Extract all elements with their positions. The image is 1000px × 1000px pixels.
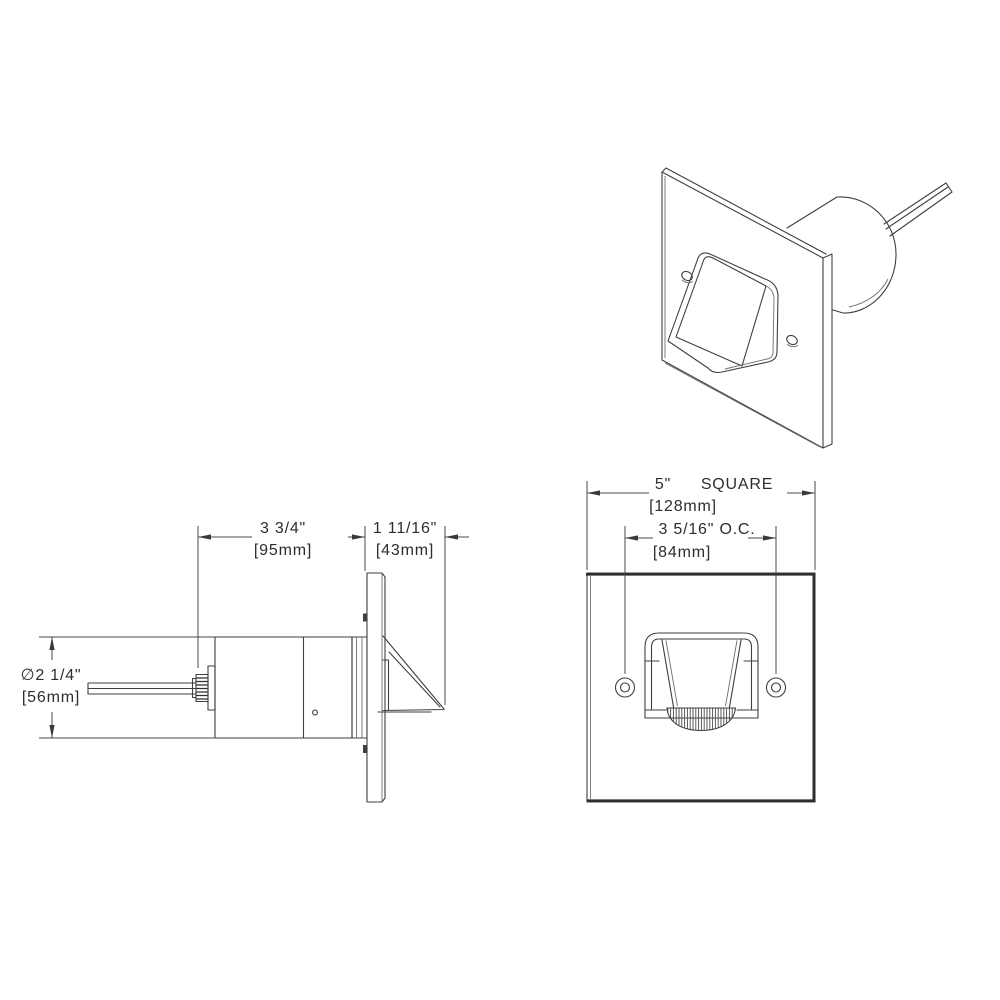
- iso-screw-hole-right-opening: [786, 334, 798, 346]
- front-size-arrow-right: [802, 490, 815, 496]
- side-housing-collar: [351, 636, 368, 739]
- side-diameter-extension-lines: [39, 636, 215, 739]
- iso-housing-top-silhouette: [786, 196, 838, 229]
- side-diameter-label-inches: ∅2 1/4": [21, 667, 82, 684]
- front-hood-inner-outline: [650, 638, 753, 711]
- side-width-arrow-right: [352, 534, 365, 540]
- front-oc-arrow-left: [625, 535, 638, 541]
- side-housing-body: [214, 636, 368, 739]
- side-collar-rings: [356, 637, 363, 738]
- iso-hood-sloped-face: [675, 256, 767, 367]
- side-fitting-threads: [196, 677, 208, 700]
- iso-faceplate-bevel-lines: [664, 176, 821, 448]
- front-oc-extension-lines: [624, 526, 777, 674]
- side-diameter-arrow-down: [49, 725, 55, 738]
- iso-screw-hole-right-depth: [786, 343, 799, 348]
- side-depth-arrow: [445, 534, 458, 540]
- isometric-view: [661, 167, 953, 449]
- front-oc-arrow-right: [763, 535, 776, 541]
- side-width-label-inches: 3 3/4": [260, 520, 306, 537]
- side-set-screw: [312, 709, 318, 716]
- front-screw-hole-left-countersink: [614, 677, 636, 698]
- front-faceplate: [586, 572, 816, 803]
- side-faceplate: [363, 572, 386, 803]
- side-threaded-fitting: [191, 665, 216, 711]
- side-depth-label-mm: [43mm]: [376, 542, 434, 559]
- front-screw-hole-right-bore: [770, 682, 782, 693]
- front-size-arrow-left: [587, 490, 600, 496]
- iso-faceplate-edge-thickness: [661, 167, 833, 449]
- side-hood-outline: [377, 635, 445, 713]
- front-visor-outer-edges: [661, 639, 742, 708]
- iso-screw-hole-left-opening: [681, 270, 693, 282]
- side-hood-inner-lines: [382, 651, 441, 711]
- front-size-label-mm: [128mm]: [649, 498, 717, 515]
- side-diameter-label-mm: [56mm]: [22, 689, 80, 706]
- iso-housing-surface-line: [848, 278, 889, 308]
- front-screw-hole-right-countersink: [765, 677, 787, 698]
- side-fitting-flange: [207, 665, 216, 711]
- iso-housing-bottom-silhouette: [832, 309, 844, 314]
- side-diameter-arrow-up: [49, 637, 55, 650]
- front-screw-hole-right: [765, 677, 787, 698]
- side-view: [87, 572, 445, 803]
- iso-screw-hole-left: [681, 270, 694, 284]
- front-size-label-inches: 5": [655, 476, 671, 493]
- front-screw-hole-left-bore: [619, 682, 631, 693]
- front-view-dimensions: 5" SQUARE [128mm] 3 5/16" O.C. [84mm]: [586, 476, 816, 674]
- iso-housing-body: [786, 196, 897, 314]
- iso-screw-hole-right: [786, 334, 799, 348]
- side-extension-lines: [197, 526, 446, 705]
- front-visor-inner-edges: [665, 640, 738, 707]
- side-width-arrow-left: [198, 534, 211, 540]
- front-hood-outer-outline: [644, 632, 759, 719]
- front-size-extension-lines: [586, 481, 816, 570]
- side-conduit-pipe: [87, 682, 197, 695]
- iso-housing-endcap: [836, 196, 897, 314]
- side-mounting-hole-upper: [363, 613, 368, 622]
- front-oc-label-inches: 3 5/16" O.C.: [658, 521, 755, 538]
- side-view-dimensions: 3 3/4" [95mm] 1 11/16" [43mm] ∅2 1/4" [5…: [21, 520, 469, 739]
- front-view: [586, 572, 816, 803]
- front-louvered-lens: [666, 707, 737, 732]
- front-screw-hole-left: [614, 677, 636, 698]
- front-faceplate-thick-edges: [586, 573, 816, 802]
- side-width-label-mm: [95mm]: [254, 542, 312, 559]
- iso-conduit-pipe: [883, 182, 953, 237]
- iso-hood-inner-rim: [724, 285, 775, 370]
- iso-conduit-lines: [883, 182, 953, 237]
- side-hood: [377, 635, 445, 713]
- side-conduit-lines: [87, 682, 197, 695]
- iso-screw-hole-left-depth: [681, 279, 694, 284]
- front-oc-label-mm: [84mm]: [653, 544, 711, 561]
- front-hood: [644, 632, 759, 732]
- front-size-label-square: SQUARE: [701, 476, 773, 493]
- side-depth-label-inches: 1 11/16": [373, 520, 437, 537]
- side-housing-cylinder: [214, 636, 353, 739]
- iso-hood-outer-outline: [667, 252, 779, 374]
- side-mounting-hole-lower: [363, 745, 368, 753]
- iso-faceplate: [661, 167, 833, 449]
- iso-hood: [667, 252, 779, 374]
